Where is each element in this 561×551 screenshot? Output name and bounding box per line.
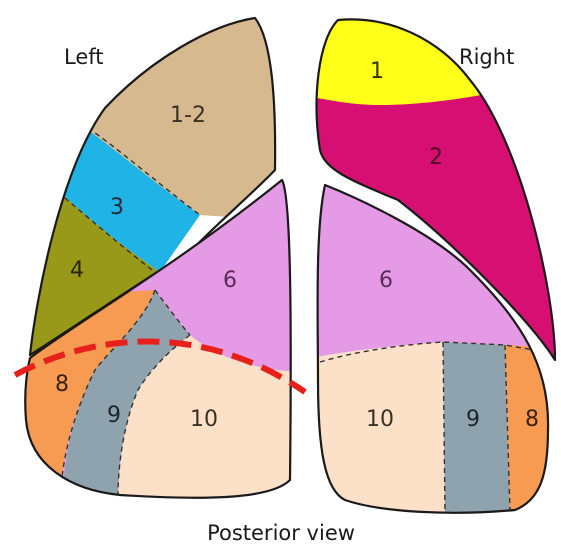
right-lung-label: Right [459,45,514,69]
left-lung-label: Left [64,45,104,69]
right-segment-label-2: 2 [429,145,443,170]
diagram-caption: Posterior view [207,521,355,545]
right-segment-label-6: 6 [379,268,393,293]
left-segment-label-6: 6 [223,268,237,293]
left-segment-label-1-2: 1-2 [170,103,206,128]
left-segment-label-8: 8 [55,372,69,397]
right-segment-label-10: 10 [366,407,394,432]
right-segment-label-9: 9 [466,407,480,432]
right-segment-8 [505,345,561,520]
right-segment-1 [300,0,561,105]
right-segment-label-8: 8 [525,407,539,432]
left-segment-label-9: 9 [107,403,121,428]
left-segment-label-3: 3 [110,195,124,220]
left-segment-label-4: 4 [70,258,84,283]
right-segment-label-1: 1 [370,59,384,84]
left-segment-label-10: 10 [190,407,218,432]
